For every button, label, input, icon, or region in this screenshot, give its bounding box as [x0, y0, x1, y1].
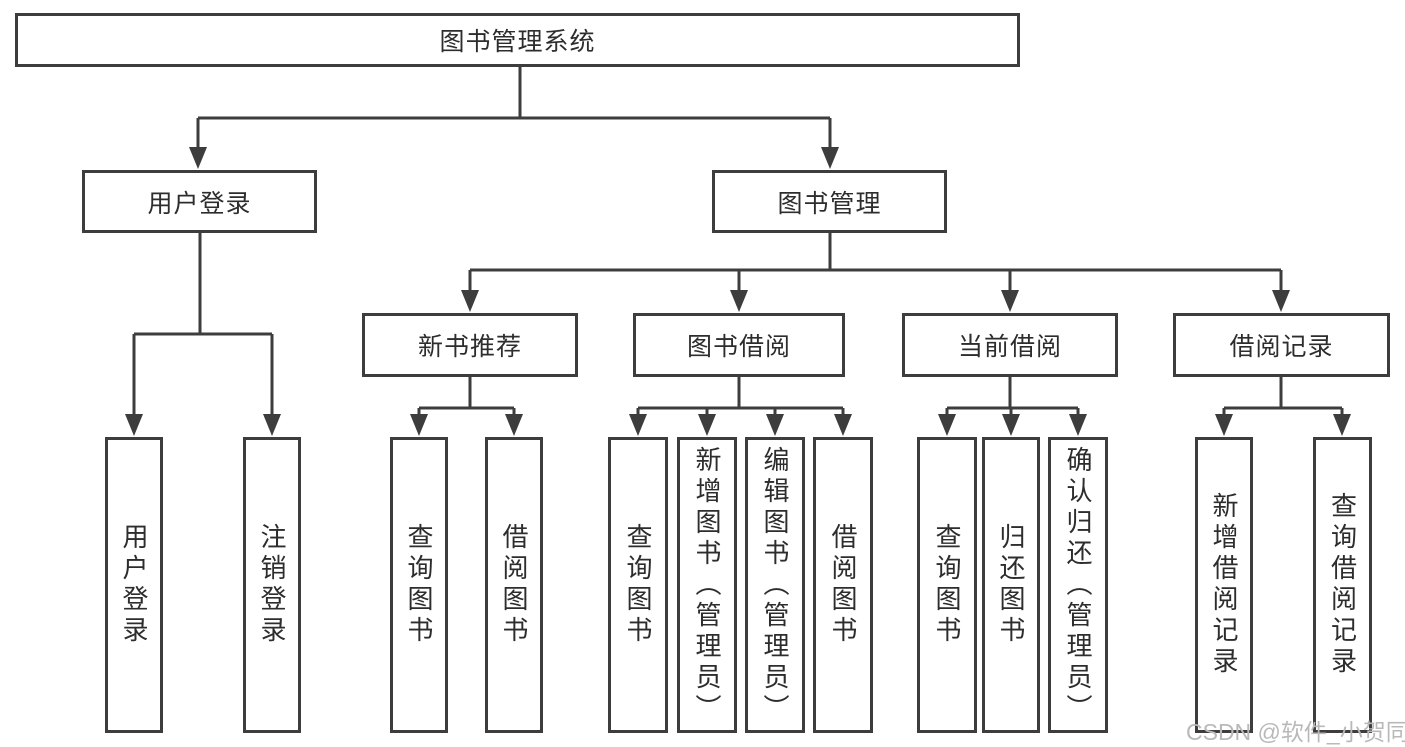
leaf-edit-books-admin: 编辑图书（管理员） [745, 437, 805, 733]
node-borrow-record: 借阅记录 [1173, 313, 1390, 377]
arrow-icon [263, 414, 281, 436]
leaf-query-borrow-record-label: 查询借阅记录 [1327, 492, 1358, 678]
node-user-login-label: 用户登录 [147, 189, 252, 218]
arrow-icon [1333, 414, 1351, 436]
arrow-icon [821, 147, 839, 169]
arrow-icon [938, 414, 956, 436]
leaf-borrow-books-label: 借阅图书 [828, 523, 858, 647]
arrow-icon [189, 147, 207, 169]
leaf-add-borrow-record-label: 新增借阅记录 [1209, 492, 1239, 678]
node-book-borrow: 图书借阅 [633, 313, 845, 377]
leaf-borrow-books-recommend-label: 借阅图书 [499, 523, 529, 647]
leaf-user-login-label: 用户登录 [119, 523, 149, 647]
csdn-watermark: CSDN @软件_小贺同学 [1186, 719, 1405, 745]
leaf-user-login: 用户登录 [105, 437, 163, 733]
leaf-add-borrow-record: 新增借阅记录 [1195, 437, 1253, 733]
leaf-query-books-borrow: 查询图书 [608, 437, 668, 733]
leaf-borrow-books-recommend: 借阅图书 [485, 437, 543, 733]
arrow-icon [125, 414, 143, 436]
leaf-logout-login-label: 注销登录 [257, 523, 287, 647]
leaf-query-books-borrow-label: 查询图书 [623, 523, 653, 647]
arrow-icon [629, 414, 647, 436]
leaf-query-books-recommend-label: 查询图书 [404, 523, 434, 647]
arrow-icon [1001, 290, 1019, 312]
arrowheads [125, 147, 1351, 436]
leaf-query-books-current-label: 查询图书 [932, 523, 962, 647]
node-book-management-label: 图书管理 [777, 189, 882, 218]
arrow-icon [505, 414, 523, 436]
arrow-icon [834, 414, 852, 436]
arrow-icon [1069, 414, 1087, 436]
leaf-query-borrow-record: 查询借阅记录 [1313, 437, 1372, 733]
arrow-icon [1272, 290, 1290, 312]
leaf-query-books-current: 查询图书 [917, 437, 977, 733]
arrow-icon [461, 290, 479, 312]
node-new-book-recommend-label: 新书推荐 [417, 333, 522, 361]
node-root: 图书管理系统 [15, 13, 1020, 67]
leaf-borrow-books: 借阅图书 [813, 437, 873, 733]
arrow-icon [698, 414, 716, 436]
leaf-return-books-label: 归还图书 [996, 523, 1026, 647]
node-root-label: 图书管理系统 [439, 28, 596, 56]
leaf-query-books-recommend: 查询图书 [390, 437, 448, 733]
leaf-add-books-admin-label: 新增图书（管理员） [692, 445, 722, 725]
leaf-return-books: 归还图书 [982, 437, 1040, 733]
arrow-icon [730, 290, 748, 312]
node-current-borrow-label: 当前借阅 [957, 333, 1062, 361]
leaf-confirm-return-admin-label: 确认归还（管理员） [1063, 445, 1093, 725]
leaf-confirm-return-admin: 确认归还（管理员） [1048, 437, 1108, 733]
node-current-borrow: 当前借阅 [902, 313, 1118, 377]
node-book-borrow-label: 图书借阅 [686, 333, 791, 361]
node-new-book-recommend: 新书推荐 [362, 313, 578, 377]
leaf-add-books-admin: 新增图书（管理员） [677, 437, 737, 733]
node-user-login: 用户登录 [82, 170, 317, 233]
arrow-icon [1002, 414, 1020, 436]
arrow-icon [1215, 414, 1233, 436]
leaf-logout-login: 注销登录 [243, 437, 301, 733]
leaf-edit-books-admin-label: 编辑图书（管理员） [760, 445, 790, 725]
node-book-management: 图书管理 [712, 170, 947, 233]
arrow-icon [410, 414, 428, 436]
node-borrow-record-label: 借阅记录 [1229, 333, 1334, 361]
arrow-icon [766, 414, 784, 436]
